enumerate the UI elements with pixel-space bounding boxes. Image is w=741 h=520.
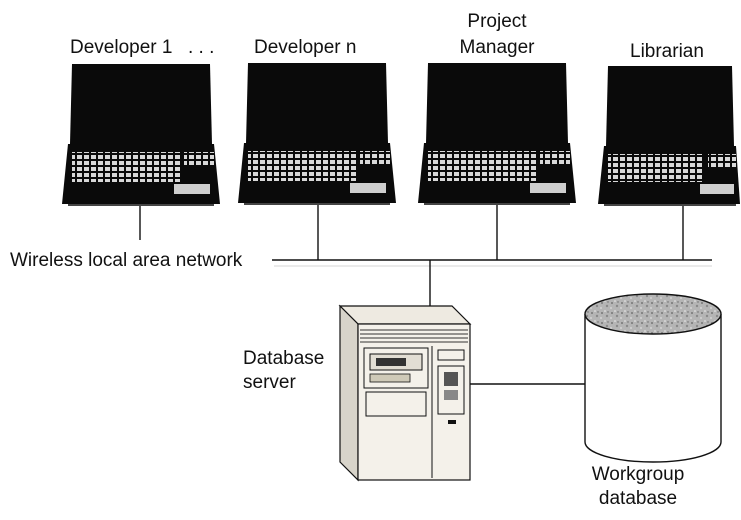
- laptop-developer-1: [62, 64, 220, 206]
- label-developer-n: Developer n: [254, 37, 357, 58]
- laptop-project-manager: [418, 63, 576, 205]
- lan-line: [272, 259, 712, 267]
- label-workgroup-database-line2: database: [598, 488, 678, 509]
- label-project-manager-line2: Manager: [459, 37, 535, 58]
- label-database-server-line2: server: [243, 372, 296, 393]
- database-server-tower: [338, 304, 472, 482]
- label-workgroup-database-line1: Workgroup: [591, 464, 685, 485]
- laptop-librarian: [598, 66, 740, 206]
- label-librarian: Librarian: [630, 41, 704, 62]
- connection-lines: [139, 203, 684, 385]
- laptop-developer-n: [238, 63, 396, 205]
- label-developer-1: Developer 1: [70, 37, 173, 58]
- label-project-manager-line1: Project: [467, 11, 527, 32]
- label-ellipsis: . . .: [188, 37, 215, 58]
- label-database-server-line1: Database: [243, 348, 325, 369]
- workgroup-database-cylinder: [584, 293, 722, 463]
- label-wireless-lan: Wireless local area network: [10, 250, 243, 271]
